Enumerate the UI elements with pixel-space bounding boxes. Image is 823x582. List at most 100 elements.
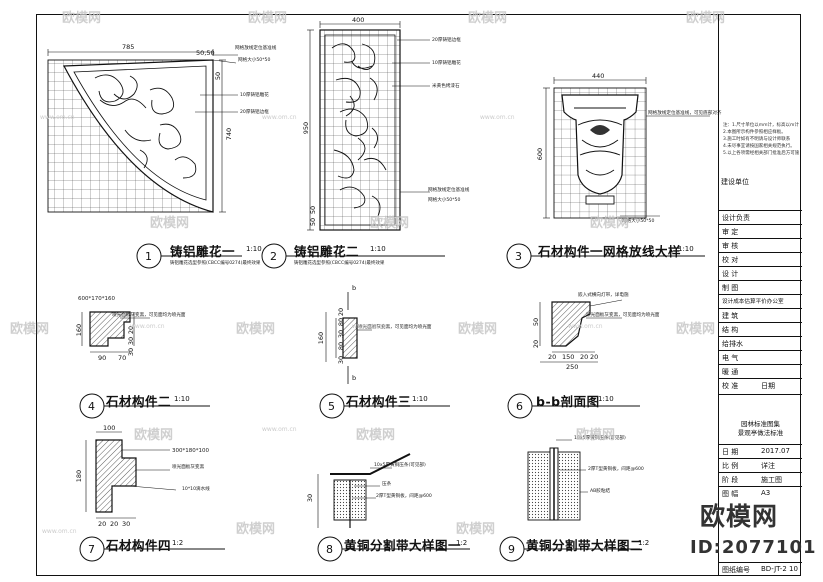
ann-d8-strip: 10x5厚黄铜压条(可见部) [374, 463, 426, 468]
ann-d2-frame: 20厚铸铝边框 [432, 38, 461, 43]
tb-info-value: 2017.07 [761, 447, 790, 455]
watermark-url: www.om.cn [42, 528, 77, 535]
watermark-url: www.om.cn [262, 114, 297, 121]
detail-5-title: 石材构件三 [346, 394, 412, 409]
tb-row: 审 核 [719, 238, 802, 252]
detail-7-drawing [79, 431, 225, 562]
ann-d9-strip: 10x5厚黄铜压条(可见部) [574, 436, 626, 441]
dim-d6-c: 20 [548, 353, 557, 361]
watermark-url: www.om.cn [568, 323, 603, 330]
tb-row: 设计成本估算平价办公室 [719, 294, 802, 308]
watermark-url: www.om.cn [480, 114, 515, 121]
tb-info-value: A3 [761, 489, 771, 497]
tb-row: 校 准 日期 [719, 378, 802, 394]
atlas-title: 园林标准图集 景观亭做法标准 [719, 420, 802, 438]
dim-d2-height: 950 [302, 121, 311, 135]
tb-row-label: 结 构 [722, 326, 739, 334]
detail-6-drawing [507, 299, 640, 419]
watermark: 欧模网 [456, 522, 496, 537]
dim-d4-b: 70 [118, 354, 127, 362]
detail-9-number: 9 [508, 543, 515, 556]
detail-7-scale: 1:2 [172, 539, 184, 547]
dim-d8-a: 30 [306, 493, 315, 503]
dim-d6-b: 250 [566, 363, 579, 371]
tb-row-label: 审 核 [722, 242, 739, 250]
tb-info-row: 图纸编号 BD-JT-2 10 [719, 562, 802, 576]
ann-d6-finish: 喷光面板灰变黑，可见面均为喷光面 [586, 313, 660, 318]
tb-row-label: 校 准 [722, 382, 739, 390]
detail-8-number: 8 [326, 543, 333, 556]
tb-info-label: 图纸编号 [722, 566, 750, 574]
detail-4-title: 石材构件二 [106, 394, 172, 409]
detail-5-drawing [319, 292, 450, 419]
ann-d2-grid-base: 网格放线定位基准线 [428, 188, 470, 193]
dim-b-mark-top: b [352, 284, 357, 292]
watermark: 欧模网 [236, 522, 276, 537]
detail-8-scale: 1:2 [456, 539, 468, 547]
dim-d2-s1: 50 [309, 205, 318, 215]
tb-info-row: 图 幅 A3 [719, 486, 802, 500]
detail-2-scale: 1:10 [370, 245, 386, 253]
note-line: 3.施工时如有不明请与设计师联系 [723, 137, 791, 142]
detail-1-subtitle: 铸铝雕花选型参照(CBCC编号0274)最终效果 [170, 261, 261, 266]
dim-d1-s1: 50 [214, 71, 223, 81]
tb-row-value: 日期 [761, 382, 775, 390]
dim-d6-e: 20 [590, 353, 599, 361]
note-line: 注：1.尺寸单位以mm计，标高以m计。 [723, 123, 799, 128]
detail-2-number: 2 [270, 250, 277, 263]
detail-1-title: 铸铝雕花一 [170, 244, 236, 259]
tb-info-label: 日 期 [722, 448, 739, 456]
ann-d7-finish: 喷光面板灰变黑 [172, 465, 205, 470]
tb-info-value: 详注 [761, 462, 775, 470]
detail-1-scale: 1:10 [246, 245, 262, 253]
dim-d5-d: 30 [337, 329, 346, 339]
tb-row: 给排水 [719, 336, 802, 350]
dim-d6-f: 50 [532, 317, 541, 327]
detail-2-subtitle: 铸铝雕花选型参照(CBCC编号0274)最终效果 [294, 261, 385, 266]
watermark: 欧模网 [236, 322, 276, 337]
tb-info-value: 施工图 [761, 476, 782, 484]
tb-row: 校 对 [719, 252, 802, 266]
drawing-frame [36, 14, 801, 576]
note-line: 5.以上各项需经相关部门批准后方可施工。 [723, 151, 799, 156]
watermark: 欧模网 [468, 11, 508, 26]
dim-d5-e: 80 [337, 341, 346, 351]
detail-6-title: b-b剖面图 [536, 394, 600, 409]
ann-d3-grid-size: 网格大小50*50 [622, 219, 655, 224]
note-line: 2.本图所示构件参照相应样板。 [723, 130, 786, 135]
tb-row-label: 审 定 [722, 228, 739, 236]
detail-3-title: 石材构件一网格放线大样 [538, 244, 682, 259]
dim-d2-width: 400 [352, 16, 365, 24]
detail-4-number: 4 [88, 400, 95, 413]
detail-3-scale: 1:10 [678, 245, 694, 253]
detail-1-drawing [47, 49, 242, 269]
tb-row-label: 设计成本估算平价办公室 [722, 299, 784, 305]
dim-d4-e: 30 [127, 336, 136, 346]
atlas-title-line-1: 园林标准图集 [741, 420, 780, 428]
watermark-url: www.om.cn [130, 323, 165, 330]
watermark: 欧模网 [356, 428, 396, 443]
tb-info-label: 比 例 [722, 462, 739, 470]
note-line: 4.未尽事宜请按国家相关规范执行。 [723, 144, 795, 149]
watermark: 欧模网 [150, 216, 190, 231]
detail-3-drawing [506, 77, 710, 269]
tb-row: 制 图 [719, 280, 802, 294]
tb-row: 设计负责 [719, 210, 802, 224]
dim-d1-width: 785 [122, 43, 135, 51]
watermark: 欧模网 [686, 11, 726, 26]
dim-d6-d: 20 [580, 353, 589, 361]
watermark-url: www.om.cn [262, 426, 297, 433]
ann-d6-light: 嵌入式横向灯带，详电施 [578, 293, 629, 298]
dim-b-mark-bottom: b [352, 374, 357, 382]
watermark: 欧模网 [370, 216, 410, 231]
ann-d2-carving: 10厚铸铝雕花 [432, 61, 461, 66]
ann-d9-glue: AB胶粘结 [590, 489, 611, 494]
dim-d7-spec: 300*180*100 [172, 448, 209, 454]
tb-row-blank [719, 394, 802, 420]
watermark: 欧模网 [10, 322, 50, 337]
detail-7-number: 7 [88, 543, 95, 556]
title-block: 注：1.尺寸单位以mm计，标高以m计。 2.本图所示构件参照相应样板。 3.施工… [718, 14, 802, 576]
watermark: 欧模网 [676, 322, 716, 337]
